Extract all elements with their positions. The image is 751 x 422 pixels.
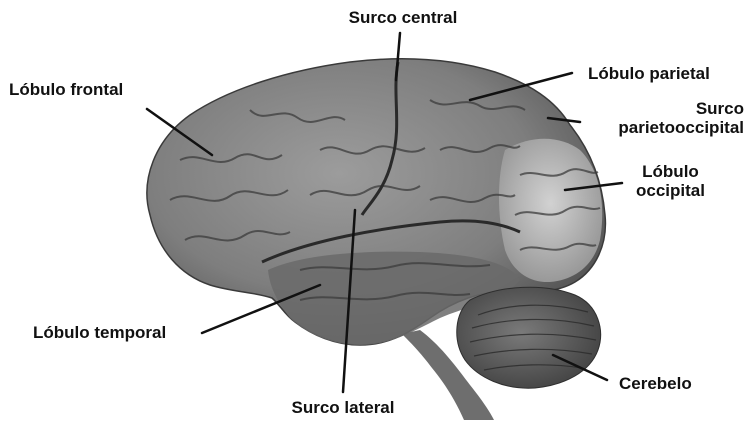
label-surco-parietooccipital-line2: parietooccipital xyxy=(618,118,744,137)
label-lobulo-frontal: Lóbulo frontal xyxy=(9,80,123,99)
label-cerebelo: Cerebelo xyxy=(619,374,692,393)
label-lobulo-parietal: Lóbulo parietal xyxy=(588,64,710,83)
label-surco-lateral: Surco lateral xyxy=(268,398,418,417)
label-surco-parietooccipital-line1: Surco xyxy=(696,99,744,118)
label-lobulo-occipital-line2: occipital xyxy=(636,181,705,200)
label-surco-parietooccipital: Surco parietooccipital xyxy=(592,99,744,137)
label-lobulo-occipital-line1: Lóbulo xyxy=(642,162,699,181)
label-lobulo-occipital: Lóbulo occipital xyxy=(636,162,705,200)
occipital-region-shape xyxy=(499,139,602,282)
label-lobulo-temporal: Lóbulo temporal xyxy=(33,323,166,342)
cerebellum-shape xyxy=(457,287,601,388)
label-surco-central: Surco central xyxy=(333,8,473,27)
